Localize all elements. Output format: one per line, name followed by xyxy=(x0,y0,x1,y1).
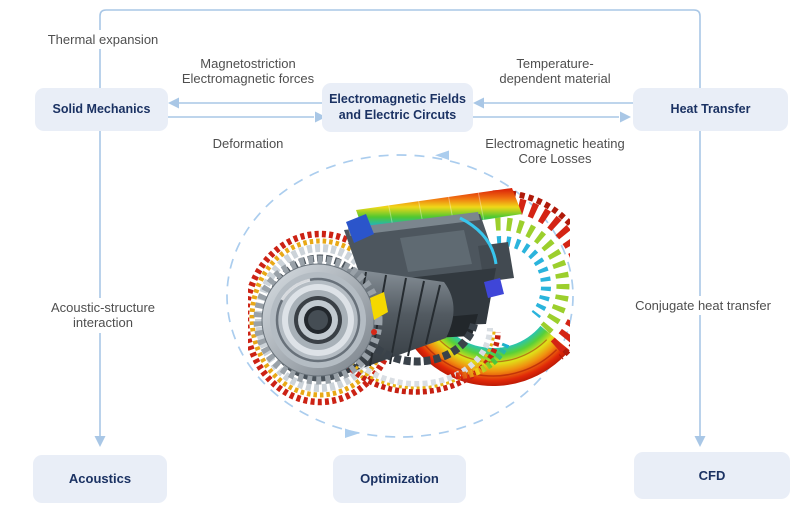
arrowhead-down-acoustics xyxy=(94,436,106,447)
edge-label-magnetostriction: Magnetostriction Electromagnetic forces xyxy=(158,56,338,87)
solid-arrowheads xyxy=(94,97,706,447)
node-optimization-label: Optimization xyxy=(360,471,439,487)
node-em-fields-label-line1: Electromagnetic Fields xyxy=(329,92,466,107)
acoustic-line2: interaction xyxy=(73,315,133,331)
edge-label-deformation: Deformation xyxy=(178,136,318,151)
node-electromagnetic-fields: Electromagnetic Fields and Electric Circ… xyxy=(322,83,473,132)
node-cfd: CFD xyxy=(634,452,790,499)
node-acoustics: Acoustics xyxy=(33,455,167,503)
edge-label-conjugate-heat: Conjugate heat transfer xyxy=(620,296,786,316)
edge-label-temperature-dependent: Temperature- dependent material xyxy=(465,56,645,87)
arrowhead-left-upper xyxy=(168,97,179,109)
magnetostriction-line1: Magnetostriction xyxy=(200,56,296,71)
solid-connectors xyxy=(99,9,701,436)
winding-bars-outer xyxy=(493,196,570,355)
thermal-expansion-text: Thermal expansion xyxy=(47,32,159,47)
gear-teeth xyxy=(253,255,383,385)
node-optimization: Optimization xyxy=(333,455,466,503)
edge-label-thermal-expansion: Thermal expansion xyxy=(20,30,186,50)
blue-field-patch xyxy=(346,214,374,243)
deformation-text: Deformation xyxy=(212,136,284,151)
yellow-stress-patch xyxy=(370,292,388,320)
em-heating-line2: Core Losses xyxy=(518,151,592,167)
node-heat-transfer: Heat Transfer xyxy=(633,88,788,131)
edge-label-acoustic-structure: Acoustic-structure interaction xyxy=(20,298,186,333)
cyan-field-arc xyxy=(459,216,498,265)
motor-render xyxy=(248,188,570,406)
arrowhead-down-cfd xyxy=(694,436,706,447)
dashed-cycle-ellipse xyxy=(226,154,574,438)
node-solid-mechanics: Solid Mechanics xyxy=(35,88,168,131)
arrowhead-left-upper-right xyxy=(473,97,484,109)
cycle-arrowhead-top xyxy=(435,150,449,160)
magnet-cluster xyxy=(344,212,514,340)
acoustic-line1: Acoustic-structure xyxy=(50,300,156,315)
cycle-arrowhead-bottom xyxy=(345,428,359,438)
gear xyxy=(253,255,388,385)
arrowhead-right-lower-right xyxy=(620,111,631,123)
temperature-line2: dependent material xyxy=(499,71,611,87)
arrowhead-right-lower-left xyxy=(315,111,326,123)
node-cfd-label: CFD xyxy=(698,467,726,483)
temperature-line1: Temperature- xyxy=(516,56,594,71)
node-acoustics-label: Acoustics xyxy=(68,471,132,487)
top-connector-line xyxy=(99,9,701,88)
magnetostriction-line2: Electromagnetic forces xyxy=(181,71,315,87)
node-solid-mechanics-label: Solid Mechanics xyxy=(52,101,151,116)
em-heating-line1: Electromagnetic heating xyxy=(485,136,625,151)
node-heat-transfer-label: Heat Transfer xyxy=(670,101,751,116)
optimization-cycle xyxy=(226,150,574,438)
conjugate-text: Conjugate heat transfer xyxy=(635,298,771,313)
node-em-fields-label-line2: and Electric Circuts xyxy=(338,107,457,122)
edge-label-em-heating: Electromagnetic heating Core Losses xyxy=(465,136,645,167)
